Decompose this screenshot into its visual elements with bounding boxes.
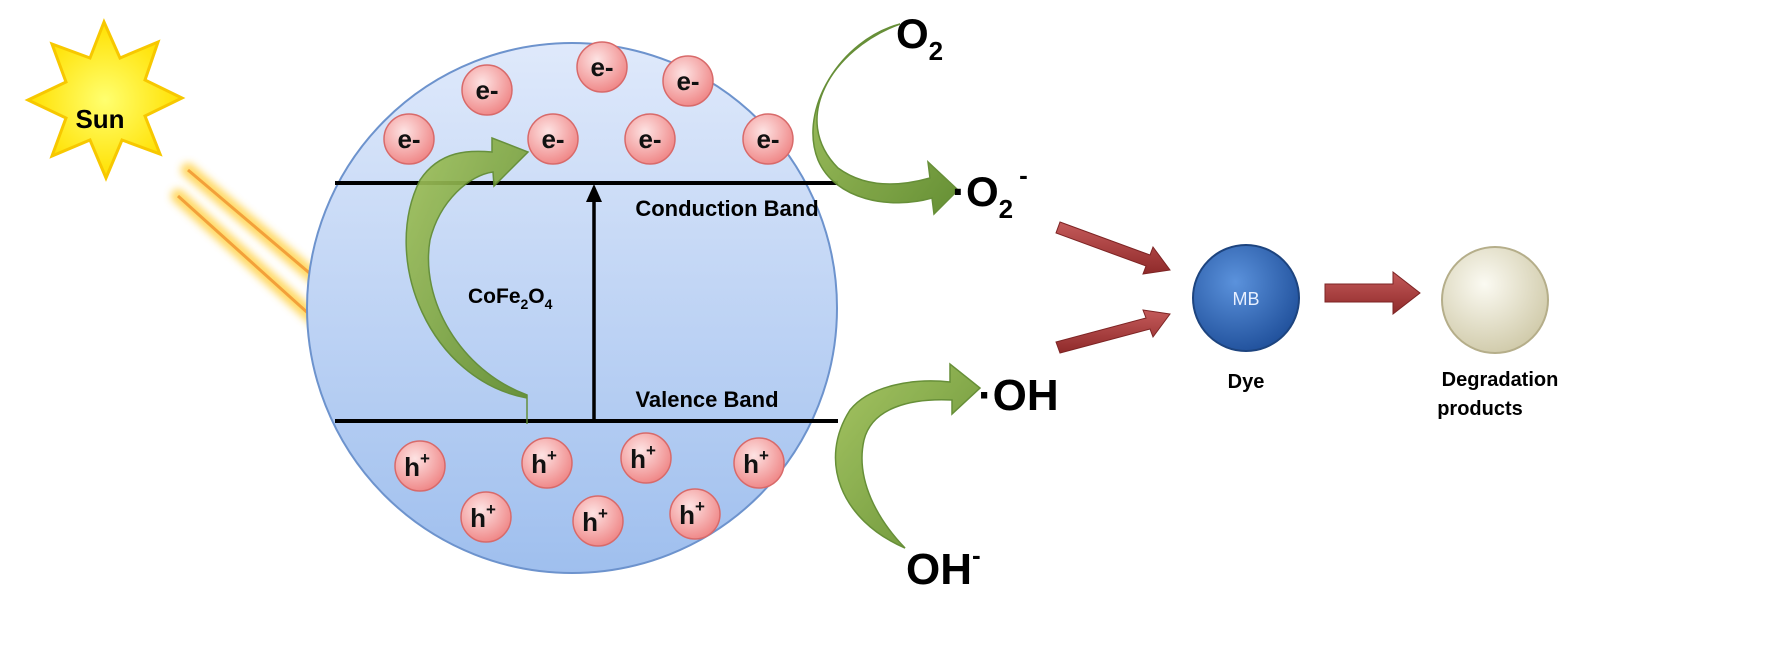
dye-mb-label: MB (1233, 289, 1260, 309)
hole-label: h+ (404, 449, 430, 482)
electron-particle: e- (527, 113, 579, 165)
electrons: e-e-e-e-e-e-e- (383, 41, 794, 165)
material-formula: CoFe2O4 (468, 285, 553, 312)
electron-label: e- (475, 75, 498, 105)
hole-particle: h+ (669, 488, 721, 540)
hole-particle: h+ (521, 437, 573, 489)
sun-label: Sun (75, 104, 124, 134)
electron-label: e- (676, 66, 699, 96)
hole-particle: h+ (572, 495, 624, 547)
hole-label: h+ (582, 504, 608, 537)
hole-particle: h+ (733, 437, 785, 489)
hole-label: h+ (743, 446, 769, 479)
electron-particle: e- (742, 113, 794, 165)
hydroxide-oxidation-arrow (834, 362, 982, 549)
superoxide-label: ·O2- (952, 160, 1028, 224)
valence-band-label: Valence Band (635, 387, 778, 412)
dye-to-products-arrow (1324, 270, 1421, 316)
oxygen-label: O2 (896, 10, 943, 66)
excitation-arrow-head (586, 184, 602, 202)
holes: h+ h+ h+ h+ h+ h+ h+ (394, 432, 785, 547)
dye-caption: Dye (1228, 371, 1265, 393)
sun: Sun (24, 18, 186, 182)
hole-particle: h+ (460, 491, 512, 543)
electron-label: e- (638, 124, 661, 154)
hole-particle: h+ (394, 440, 446, 492)
oxygen-reduction-arrow (812, 23, 960, 216)
electron-label: e- (397, 124, 420, 154)
degradation-products-sphere (1441, 246, 1549, 354)
hole-label: h+ (630, 441, 656, 474)
electron-particle: e- (383, 113, 435, 165)
electron-transfer-arrow (405, 136, 530, 424)
products-caption-line2: products (1437, 398, 1523, 420)
conduction-band-label: Conduction Band (635, 196, 818, 221)
sun-star-icon (24, 18, 186, 182)
electron-label: e- (590, 52, 613, 82)
electron-label: e- (756, 124, 779, 154)
hole-label: h+ (679, 497, 705, 530)
hole-label: h+ (470, 500, 496, 533)
dye-mb-sphere (1192, 244, 1300, 352)
electron-particle: e- (576, 41, 628, 93)
hydroxyl-radical-label: ·OH (978, 371, 1059, 420)
hole-particle: h+ (620, 432, 672, 484)
hydroxide-label: OH- (906, 540, 981, 594)
superoxide-to-dye-arrow (1055, 221, 1171, 275)
hole-label: h+ (531, 446, 557, 479)
hydroxyl-to-dye-arrow (1055, 309, 1171, 354)
electron-particle: e- (624, 113, 676, 165)
electron-particle: e- (461, 64, 513, 116)
products-caption-line1: Degradation (1442, 369, 1559, 391)
electron-particle: e- (662, 55, 714, 107)
electron-label: e- (541, 124, 564, 154)
